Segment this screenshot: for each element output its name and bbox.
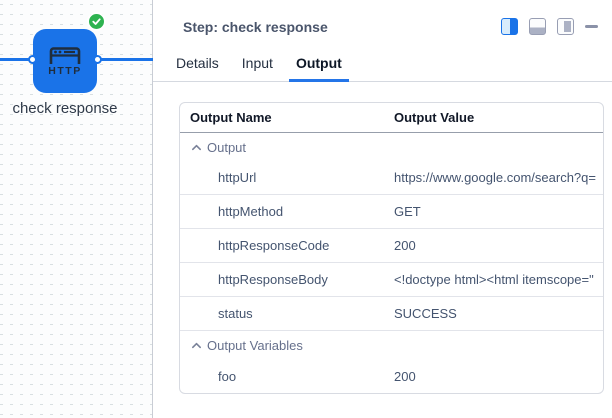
group-label: Output	[207, 139, 247, 155]
flow-canvas[interactable]: HTTP check response	[0, 0, 153, 418]
output-value-cell: <!doctype html><html itemscope="	[394, 272, 594, 287]
output-name-cell: httpResponseBody	[218, 272, 328, 287]
table-group-row: Output	[180, 133, 603, 161]
group-label: Output Variables	[207, 337, 303, 353]
tab-details[interactable]: Details	[176, 55, 219, 71]
step-detail-panel: Step: check response Details Input Outpu…	[153, 0, 612, 418]
chevron-up-icon	[191, 340, 202, 351]
tab-input[interactable]: Input	[241, 55, 273, 71]
column-header-output-name: Output Name	[190, 110, 272, 125]
http-browser-icon: HTTP	[48, 47, 81, 77]
layout-dock-bottom-icon[interactable]	[529, 18, 546, 35]
output-value-cell: 200	[394, 368, 416, 384]
table-row: httpUrl https://www.google.com/search?q=	[180, 161, 603, 195]
group-toggle[interactable]: Output	[180, 140, 603, 155]
column-header-output-value: Output Value	[394, 110, 475, 125]
output-value-cell: https://www.google.com/search?q=	[394, 170, 596, 185]
http-node[interactable]: HTTP	[33, 29, 97, 93]
chevron-up-icon	[191, 142, 202, 153]
table-group-row: Output Variables	[180, 331, 603, 359]
layout-split-right-icon[interactable]	[501, 18, 518, 35]
layout-dock-right-icon[interactable]	[557, 18, 574, 35]
tab-bar: Details Input Output	[153, 40, 612, 82]
panel-title: Step: check response	[183, 18, 328, 35]
table-row: httpMethod GET	[180, 195, 603, 229]
panel-header: Step: check response	[153, 0, 612, 40]
minimize-icon[interactable]	[585, 25, 598, 28]
table-row: httpResponseCode 200	[180, 229, 603, 263]
output-name-cell: foo	[218, 368, 237, 384]
panel-window-controls	[501, 18, 598, 35]
output-value-cell: 200	[394, 238, 416, 253]
node-input-port[interactable]	[28, 55, 37, 64]
output-name-cell: httpMethod	[218, 204, 284, 219]
output-value-cell: SUCCESS	[394, 306, 457, 321]
output-name-cell: httpResponseCode	[218, 238, 330, 253]
table-row: status SUCCESS	[180, 297, 603, 331]
output-name-cell: httpUrl	[218, 170, 257, 185]
output-table-header: Output Name Output Value	[180, 103, 603, 133]
node-label: check response	[12, 100, 118, 117]
output-value-cell: GET	[394, 204, 421, 219]
success-check-icon	[87, 12, 106, 31]
svg-text:HTTP: HTTP	[48, 65, 81, 77]
table-row: foo 200	[180, 359, 603, 393]
output-table: Output Name Output Value Output httpUrl …	[179, 102, 604, 394]
table-row: httpResponseBody <!doctype html><html it…	[180, 263, 603, 297]
tab-output[interactable]: Output	[288, 49, 349, 82]
group-toggle[interactable]: Output Variables	[180, 338, 603, 353]
node-output-port[interactable]	[93, 55, 102, 64]
output-table-body: Output httpUrl https://www.google.com/se…	[180, 133, 603, 393]
output-name-cell: status	[218, 306, 253, 321]
